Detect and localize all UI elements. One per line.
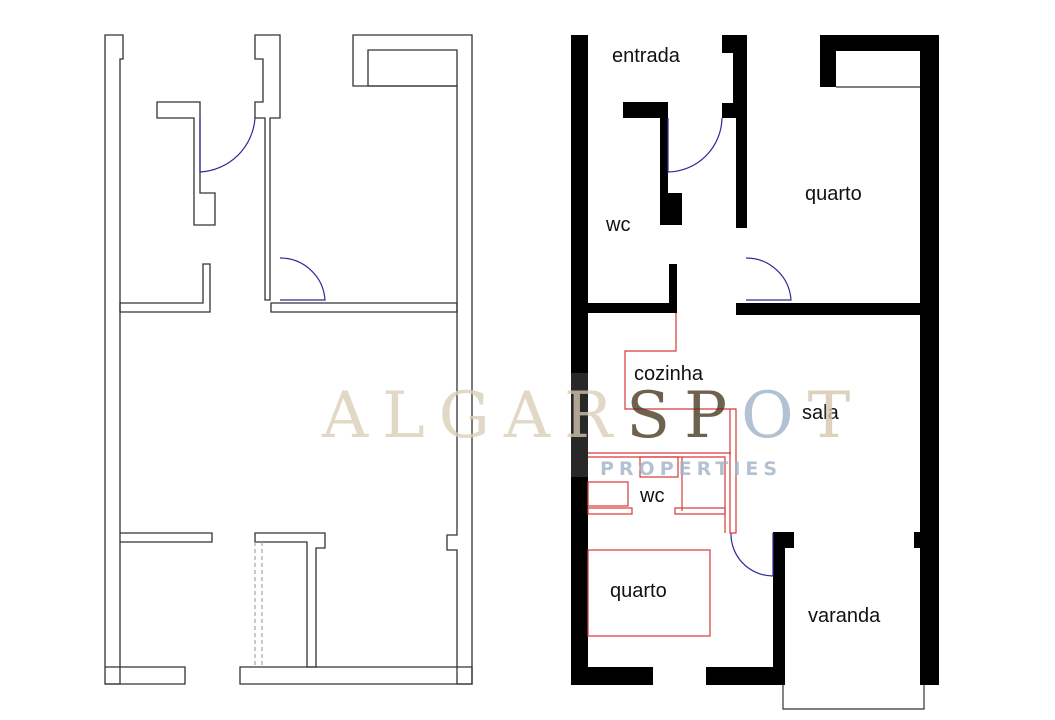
existing-doors	[199, 117, 326, 301]
right-outer-wall	[920, 35, 939, 685]
wardrobe	[820, 35, 920, 51]
door-swing-icon	[279, 257, 326, 301]
watermark-shade	[571, 373, 588, 477]
room-label-entrada: entrada	[612, 45, 681, 67]
wc-partition-wall	[660, 102, 668, 225]
proposed-outlines	[782, 86, 925, 710]
middle-wall	[736, 103, 747, 228]
watermark-logo: ALGARSPOT PROPERTIES	[321, 373, 864, 480]
wc-partition-wall	[156, 101, 216, 226]
door-swing-icon	[745, 257, 792, 301]
middle-top-wall	[733, 35, 747, 105]
varanda-balcony-outline	[782, 685, 925, 710]
middle-top-wall	[254, 34, 281, 301]
bedroom-partition	[587, 549, 711, 637]
bottom-left-wall	[105, 666, 186, 685]
wc-partition-wall	[660, 193, 682, 225]
lower-left-partition	[120, 532, 213, 543]
room-label-wc: wc	[605, 214, 630, 236]
watermark-subtext: PROPERTIES	[600, 458, 782, 480]
kitchen-partition	[624, 313, 737, 534]
watermark-text: ALGARSPOT	[321, 379, 864, 453]
varanda-wall	[773, 532, 785, 685]
quarto-bottom-wall	[736, 303, 926, 315]
door-swing-icon	[730, 532, 774, 577]
right-outer-wall	[352, 34, 473, 685]
wc-sink	[639, 456, 679, 478]
room-labels: entrada wc quarto cozinha sala wc quarto…	[605, 45, 881, 627]
quarto-bottom-wall	[270, 302, 458, 313]
wc-bottom-wall	[669, 264, 677, 312]
wc-fixture	[587, 481, 629, 507]
wc-partition-wall	[623, 102, 668, 118]
wc-wall	[587, 507, 633, 515]
room-label-quarto: quarto	[610, 580, 667, 602]
wardrobe	[820, 35, 836, 87]
room-label-quarto: quarto	[805, 183, 862, 205]
varanda-wall	[914, 532, 939, 548]
proposed-floor-plan	[571, 35, 939, 685]
door-swing-icon	[667, 117, 723, 173]
left-outer-wall	[571, 35, 588, 685]
door-swing-icon	[199, 117, 256, 173]
bottom-wall	[706, 667, 785, 685]
wc-wall	[674, 507, 726, 515]
existing-floor-plan	[104, 34, 473, 685]
wc-bottom-wall	[588, 303, 677, 313]
room-label-sala: sala	[802, 402, 840, 424]
lower-middle-partition	[254, 532, 326, 668]
bottom-wall	[239, 666, 473, 685]
new-partitions	[587, 313, 737, 637]
proposed-doors	[667, 117, 792, 577]
room-label-cozinha: cozinha	[634, 363, 704, 385]
room-label-varanda: varanda	[808, 605, 881, 627]
wardrobe	[367, 49, 458, 87]
left-outer-wall	[104, 34, 124, 685]
room-label-wc: wc	[639, 485, 664, 507]
wc-bottom-wall	[119, 263, 211, 313]
bottom-wall	[571, 667, 653, 685]
